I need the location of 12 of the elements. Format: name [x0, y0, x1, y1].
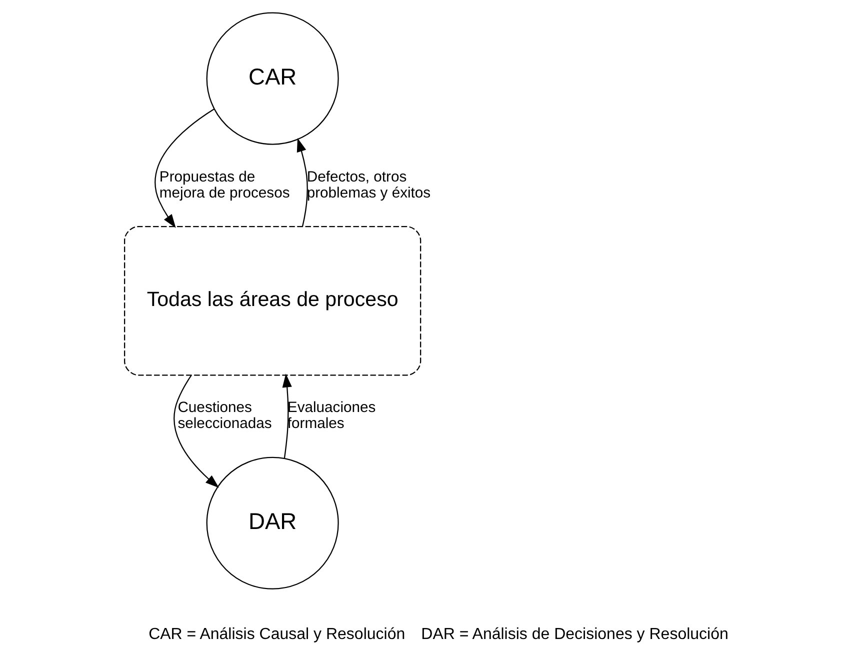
label: DAR = Análisis de Decisiones y Resolución — [420, 626, 728, 643]
edge-label: Evaluaciones formales — [286, 400, 376, 432]
arrow — [154, 108, 214, 228]
arrow — [173, 375, 219, 488]
arrow — [296, 138, 308, 227]
edge-label: Propuestas de mejora de procesos — [158, 169, 290, 202]
node-circle: CAR — [206, 12, 338, 145]
node-box: Todas las áreas de proceso — [124, 226, 421, 376]
edge-label: Defectos, otros problemas y éxitos — [306, 169, 430, 202]
label: CAR = Análisis Causal y Resolución — [148, 626, 405, 643]
arrow — [282, 374, 292, 459]
edge-label: Cuestiones seleccionadas — [177, 400, 272, 432]
